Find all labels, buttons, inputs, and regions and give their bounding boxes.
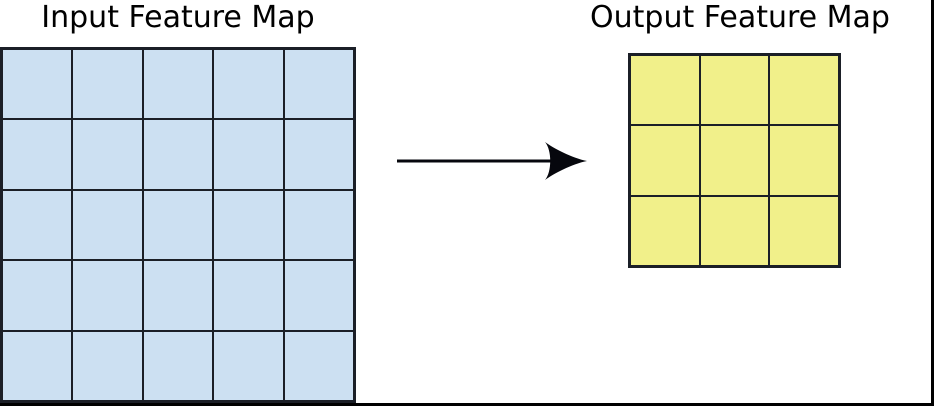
output-map-title: Output Feature Map — [590, 0, 890, 35]
input-grid-cell — [72, 49, 143, 120]
frame-right-border — [931, 0, 934, 406]
input-grid-cell — [72, 119, 143, 190]
input-grid-cell — [283, 119, 354, 190]
output-grid-cell — [699, 195, 770, 266]
input-map-title: Input Feature Map — [41, 0, 315, 35]
input-grid-cell — [142, 260, 214, 331]
input-grid-cell — [213, 260, 284, 331]
right-arrow-icon — [390, 138, 600, 184]
input-grid-cell — [2, 260, 73, 331]
input-grid-cell — [142, 330, 214, 401]
input-grid-cell — [72, 330, 143, 401]
frame-bottom-border — [0, 403, 934, 406]
input-grid-cell — [283, 189, 354, 261]
input-grid-cell — [142, 119, 214, 190]
output-grid-cell — [699, 125, 770, 196]
input-grid-cell — [283, 260, 354, 331]
input-grid-cell — [283, 49, 354, 120]
output-grid-cell — [769, 125, 839, 196]
input-grid-cell — [2, 49, 73, 120]
input-grid-cell — [142, 189, 214, 261]
right-arrow-svg — [397, 142, 587, 180]
output-grid-cell — [630, 55, 700, 126]
input-grid-cell — [2, 119, 73, 190]
input-grid-cell — [213, 330, 284, 401]
input-grid-cell — [213, 189, 284, 261]
input-grid-cell — [72, 260, 143, 331]
input-grid-cell — [213, 49, 284, 120]
output-grid-cell — [769, 55, 839, 126]
output-grid-cell — [769, 195, 839, 266]
input-grid-cell — [2, 330, 73, 401]
input-grid-cell — [2, 189, 73, 261]
input-feature-map-grid — [0, 47, 356, 403]
input-grid-cell — [142, 49, 214, 120]
input-grid-cell — [72, 189, 143, 261]
output-feature-map-grid — [628, 53, 841, 268]
output-grid-cell — [699, 55, 770, 126]
input-grid-cell — [283, 330, 354, 401]
output-grid-cell — [630, 125, 700, 196]
input-grid-cell — [213, 119, 284, 190]
output-grid-cell — [630, 195, 700, 266]
